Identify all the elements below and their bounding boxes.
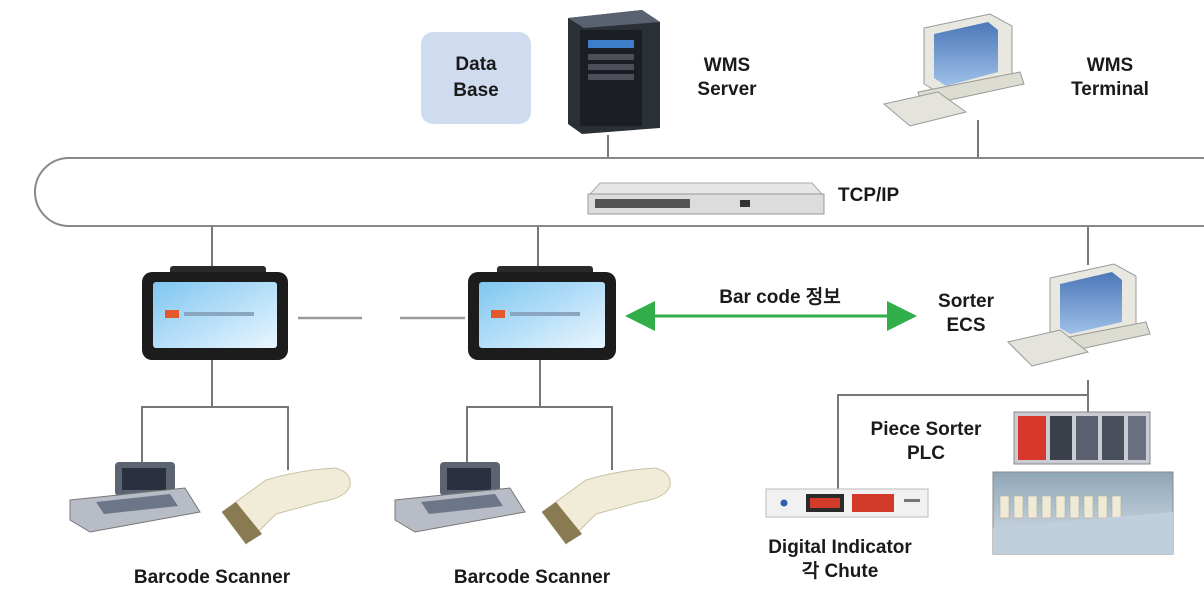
wms-server-label-line1: WMS [703, 55, 751, 76]
database-box: Data Base [421, 32, 531, 124]
sorter-ecs-label-line2: ECS [946, 315, 986, 336]
digital-indicator-label: Digital Indicator 각 Chute [740, 536, 940, 584]
barcode-info-label: Bar code 정보 [719, 287, 841, 308]
wms-terminal-computer-icon [882, 13, 1025, 127]
piece-sorter-label-line2: PLC [907, 443, 945, 464]
wms-server-label-line2: Server [697, 79, 757, 100]
sorter-ecs-label: Sorter ECS [916, 290, 1016, 338]
digital-indicator-icon [765, 488, 929, 518]
tablet-terminal-1-icon [142, 266, 288, 360]
barcode-scanner-2-label: Barcode Scanner [453, 567, 611, 588]
handheld-scanner-1-icon [221, 467, 351, 545]
wms-terminal-label-line1: WMS [1086, 55, 1134, 76]
connector-lines [141, 120, 1089, 490]
wms-terminal-label-line2: Terminal [1071, 79, 1149, 100]
piece-sorter-plc-label: Piece Sorter PLC [846, 418, 1006, 466]
network-switch-icon [587, 182, 825, 215]
server-tower-icon [568, 10, 660, 134]
flatbed-scanner-2-icon [394, 462, 526, 533]
tablet-terminal-2-icon [468, 266, 616, 360]
sorter-ecs-computer-icon [1007, 263, 1151, 367]
piece-sorter-label-line1: Piece Sorter [870, 419, 982, 440]
tcp-ip-label: TCP/IP [838, 185, 900, 206]
plc-controller-icon [1013, 411, 1151, 465]
digital-indicator-label-line1: Digital Indicator [768, 537, 912, 558]
sorter-ecs-label-line1: Sorter [938, 291, 994, 312]
wms-terminal-label: WMS Terminal [1050, 54, 1170, 102]
sorter-chute-photo [992, 471, 1174, 555]
handheld-scanner-2-icon [541, 467, 671, 545]
database-label-line1: Data [455, 54, 497, 75]
digital-indicator-label-line2: 각 Chute [801, 561, 879, 582]
database-label: Data Base [421, 52, 531, 104]
wms-server-label: WMS Server [682, 54, 772, 102]
barcode-scanner-1-label: Barcode Scanner [133, 567, 291, 588]
flatbed-scanner-1-icon [69, 462, 201, 533]
database-label-line2: Base [453, 80, 499, 101]
